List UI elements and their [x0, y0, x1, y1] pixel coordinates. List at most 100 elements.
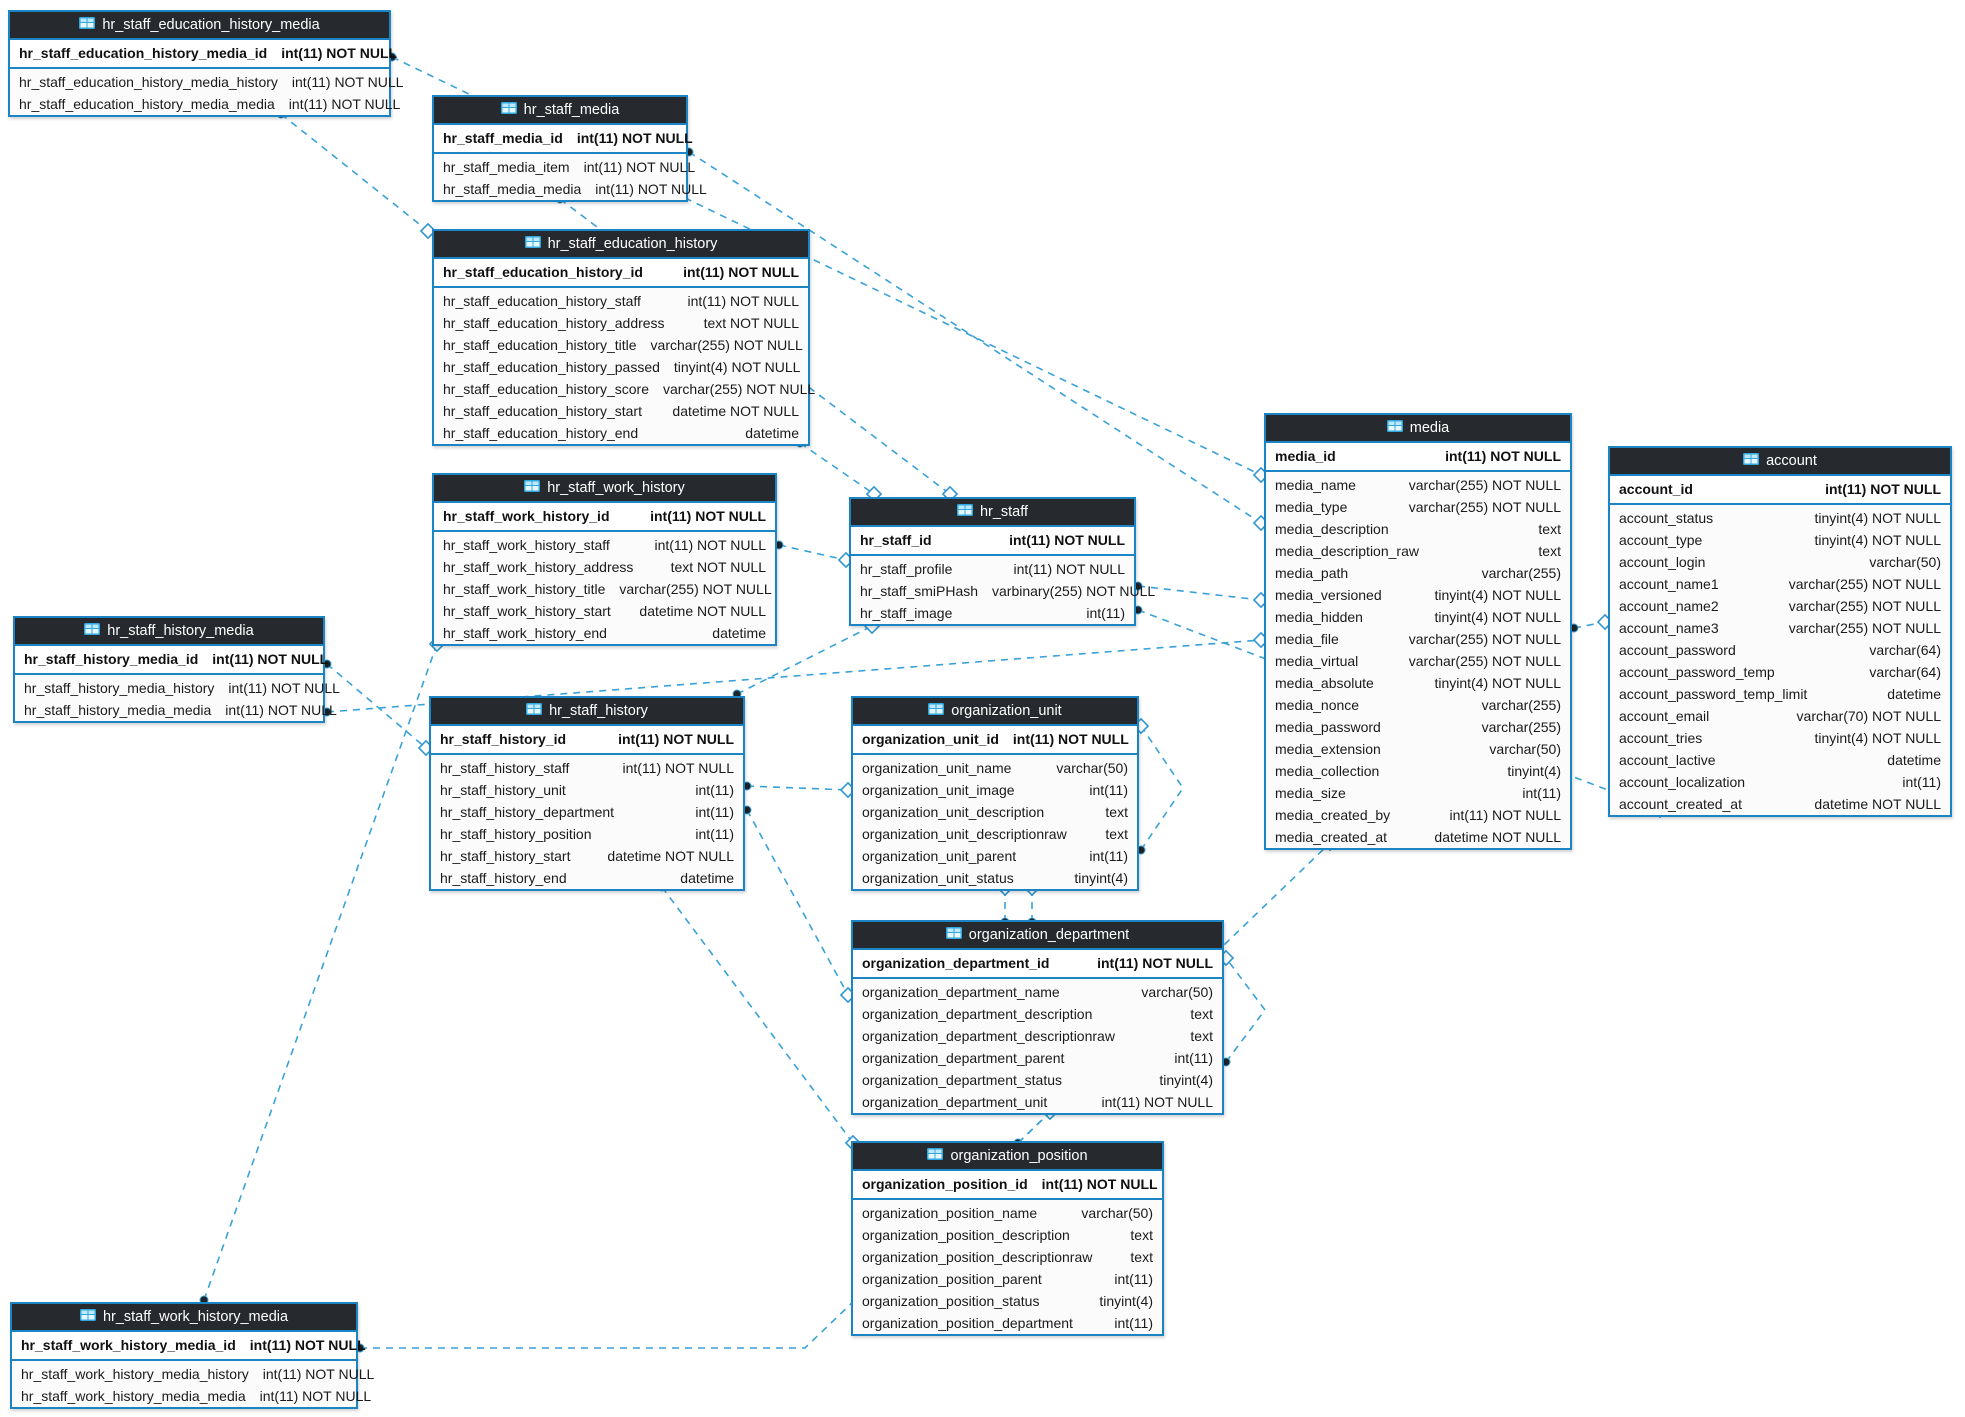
column-row[interactable]: organization_position_descriptionraw tex…: [853, 1246, 1162, 1268]
table-header[interactable]: hr_staff_history_media: [15, 618, 323, 646]
column-row[interactable]: hr_staff_education_history_score varchar…: [434, 378, 815, 400]
column-row[interactable]: media_virtual varchar(255) NOT NULL: [1266, 650, 1570, 672]
relationship-hr_staff_work_history-to-hr_staff[interactable]: [778, 544, 847, 561]
relationship-hr_staff_history_media-to-hr_staff_history[interactable]: [326, 663, 427, 749]
column-row[interactable]: account_password varchar(64): [1610, 639, 1950, 661]
column-row[interactable]: account_name2 varchar(255) NOT NULL: [1610, 595, 1950, 617]
column-row[interactable]: hr_staff_education_history_title varchar…: [434, 334, 808, 356]
column-row[interactable]: media_created_by int(11) NOT NULL: [1266, 804, 1570, 826]
table-header[interactable]: hr_staff_work_history: [434, 475, 775, 503]
column-row[interactable]: organization_unit_image int(11): [853, 779, 1137, 801]
column-row[interactable]: media_versioned tinyint(4) NOT NULL: [1266, 584, 1570, 606]
column-row[interactable]: organization_position_parent int(11): [853, 1268, 1162, 1290]
column-row[interactable]: media_size int(11): [1266, 782, 1570, 804]
column-row[interactable]: organization_position_status tinyint(4): [853, 1290, 1162, 1312]
table-media[interactable]: media media_id int(11) NOT NULL media_na…: [1264, 413, 1572, 850]
column-row[interactable]: hr_staff_work_history_end datetime: [434, 622, 775, 644]
primary-key-row[interactable]: organization_department_id int(11) NOT N…: [853, 950, 1222, 979]
column-row[interactable]: hr_staff_media_media int(11) NOT NULL: [434, 178, 707, 200]
table-header[interactable]: hr_staff_education_history_media: [10, 12, 389, 40]
column-row[interactable]: organization_department_name varchar(50): [853, 979, 1222, 1003]
relationship-hr_staff_history-to-organization_position[interactable]: [661, 886, 854, 1144]
primary-key-row[interactable]: account_id int(11) NOT NULL: [1610, 476, 1950, 505]
column-row[interactable]: hr_staff_media_item int(11) NOT NULL: [434, 154, 695, 178]
column-row[interactable]: hr_staff_history_unit int(11): [431, 779, 743, 801]
table-hr_staff_education_history_media[interactable]: hr_staff_education_history_media hr_staf…: [8, 10, 403, 117]
column-row[interactable]: organization_department_descriptionraw t…: [853, 1025, 1222, 1047]
relationship-hr_staff_history-to-organization_department[interactable]: [746, 809, 849, 996]
primary-key-row[interactable]: hr_staff_history_media_id int(11) NOT NU…: [15, 646, 328, 675]
column-row[interactable]: media_description text: [1266, 518, 1570, 540]
column-row[interactable]: hr_staff_work_history_media_media int(11…: [12, 1385, 371, 1407]
table-hr_staff_history_media[interactable]: hr_staff_history_media hr_staff_history_…: [13, 616, 340, 723]
column-row[interactable]: media_type varchar(255) NOT NULL: [1266, 496, 1570, 518]
column-row[interactable]: organization_unit_descriptionraw text: [853, 823, 1137, 845]
column-row[interactable]: hr_staff_history_media_media int(11) NOT…: [15, 699, 337, 721]
column-row[interactable]: media_nonce varchar(255): [1266, 694, 1570, 716]
table-hr_staff_education_history[interactable]: hr_staff_education_history hr_staff_educ…: [432, 229, 815, 446]
column-row[interactable]: account_password_temp varchar(64): [1610, 661, 1950, 683]
relationship-hr_staff-to-media[interactable]: [1137, 585, 1262, 601]
relationship-hr_staff_media-to-media[interactable]: [688, 151, 1262, 524]
column-row[interactable]: hr_staff_education_history_media_history…: [10, 69, 403, 93]
column-row[interactable]: hr_staff_education_history_end datetime: [434, 422, 808, 444]
table-header[interactable]: hr_staff: [851, 499, 1134, 527]
column-row[interactable]: hr_staff_history_end datetime: [431, 867, 743, 889]
column-row[interactable]: account_name1 varchar(255) NOT NULL: [1610, 573, 1950, 595]
relationship-organization_department-to-organization_department[interactable]: [1225, 957, 1266, 1063]
relationship-hr_staff_work_history_media-to-hr_staff_work_history[interactable]: [203, 643, 438, 1301]
table-header[interactable]: media: [1266, 415, 1570, 443]
column-row[interactable]: media_password varchar(255): [1266, 716, 1570, 738]
relationship-hr_staff_education_history-to-hr_staff[interactable]: [799, 442, 875, 495]
primary-key-row[interactable]: organization_position_id int(11) NOT NUL…: [853, 1171, 1162, 1200]
column-row[interactable]: hr_staff_work_history_address text NOT N…: [434, 556, 775, 578]
column-row[interactable]: organization_unit_description text: [853, 801, 1137, 823]
table-organization_position[interactable]: organization_position organization_posit…: [851, 1141, 1164, 1336]
table-hr_staff_media[interactable]: hr_staff_media hr_staff_media_id int(11)…: [432, 95, 707, 202]
primary-key-row[interactable]: media_id int(11) NOT NULL: [1266, 443, 1570, 472]
table-hr_staff_work_history_media[interactable]: hr_staff_work_history_media hr_staff_wor…: [10, 1302, 374, 1409]
column-row[interactable]: hr_staff_work_history_staff int(11) NOT …: [434, 532, 775, 556]
column-row[interactable]: account_password_temp_limit datetime: [1610, 683, 1950, 705]
table-header[interactable]: hr_staff_education_history: [434, 231, 808, 259]
column-row[interactable]: media_absolute tinyint(4) NOT NULL: [1266, 672, 1570, 694]
column-row[interactable]: hr_staff_history_media_history int(11) N…: [15, 675, 340, 699]
column-row[interactable]: organization_department_status tinyint(4…: [853, 1069, 1222, 1091]
primary-key-row[interactable]: hr_staff_work_history_media_id int(11) N…: [12, 1332, 366, 1361]
column-row[interactable]: hr_staff_history_position int(11): [431, 823, 743, 845]
table-account[interactable]: account account_id int(11) NOT NULL acco…: [1608, 446, 1952, 817]
primary-key-row[interactable]: hr_staff_education_history_media_id int(…: [10, 40, 397, 69]
column-row[interactable]: organization_department_unit int(11) NOT…: [853, 1091, 1222, 1113]
column-row[interactable]: hr_staff_image int(11): [851, 602, 1134, 624]
table-hr_staff[interactable]: hr_staff hr_staff_id int(11) NOT NULL hr…: [849, 497, 1155, 626]
column-row[interactable]: hr_staff_history_start datetime NOT NULL: [431, 845, 743, 867]
column-row[interactable]: hr_staff_education_history_staff int(11)…: [434, 288, 808, 312]
column-row[interactable]: account_lactive datetime: [1610, 749, 1950, 771]
relationship-hr_staff_education_history_media-to-hr_staff_education_history[interactable]: [280, 113, 429, 232]
table-hr_staff_history[interactable]: hr_staff_history hr_staff_history_id int…: [429, 696, 745, 891]
column-row[interactable]: hr_staff_education_history_media_media i…: [10, 93, 400, 115]
column-row[interactable]: media_collection tinyint(4): [1266, 760, 1570, 782]
column-row[interactable]: media_extension varchar(50): [1266, 738, 1570, 760]
column-row[interactable]: hr_staff_work_history_media_history int(…: [12, 1361, 374, 1385]
primary-key-row[interactable]: hr_staff_history_id int(11) NOT NULL: [431, 726, 743, 755]
table-organization_unit[interactable]: organization_unit organization_unit_id i…: [851, 696, 1139, 891]
primary-key-row[interactable]: hr_staff_media_id int(11) NOT NULL: [434, 125, 693, 154]
table-header[interactable]: organization_unit: [853, 698, 1137, 726]
column-row[interactable]: hr_staff_education_history_address text …: [434, 312, 808, 334]
column-row[interactable]: media_path varchar(255): [1266, 562, 1570, 584]
primary-key-row[interactable]: hr_staff_id int(11) NOT NULL: [851, 527, 1134, 556]
column-row[interactable]: organization_position_description text: [853, 1224, 1162, 1246]
table-hr_staff_work_history[interactable]: hr_staff_work_history hr_staff_work_hist…: [432, 473, 777, 646]
column-row[interactable]: account_tries tinyint(4) NOT NULL: [1610, 727, 1950, 749]
table-header[interactable]: organization_department: [853, 922, 1222, 950]
column-row[interactable]: hr_staff_history_department int(11): [431, 801, 743, 823]
column-row[interactable]: hr_staff_education_history_passed tinyin…: [434, 356, 808, 378]
column-row[interactable]: account_type tinyint(4) NOT NULL: [1610, 529, 1950, 551]
column-row[interactable]: media_description_raw text: [1266, 540, 1570, 562]
column-row[interactable]: account_localization int(11): [1610, 771, 1950, 793]
column-row[interactable]: organization_unit_status tinyint(4): [853, 867, 1137, 889]
relationship-organization_unit-to-organization_unit[interactable]: [1140, 725, 1184, 851]
table-organization_department[interactable]: organization_department organization_dep…: [851, 920, 1224, 1115]
relationship-hr_staff_history-to-organization_unit[interactable]: [746, 785, 849, 791]
